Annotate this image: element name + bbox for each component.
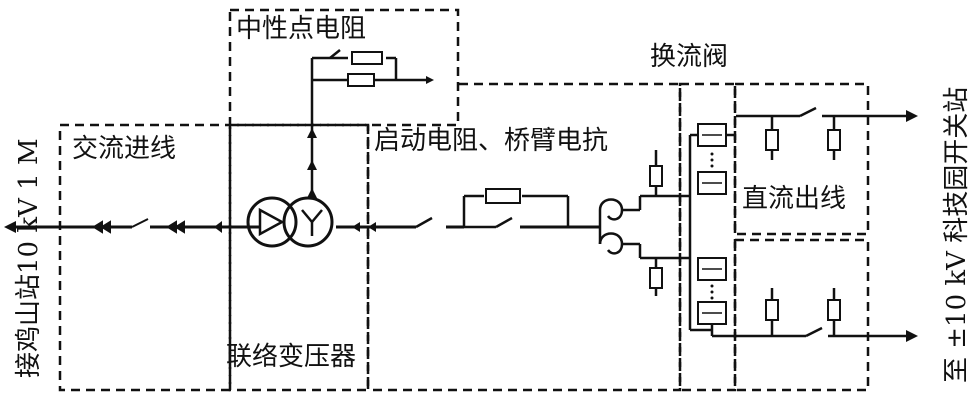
dc-upper-arrow-icon bbox=[906, 110, 918, 122]
transformer-input-node bbox=[214, 221, 222, 233]
ground-resistor-symbols bbox=[649, 165, 663, 289]
label-tie-transformer: 联络变压器 bbox=[226, 342, 357, 372]
label-startup-resistor-reactor: 启动电阻、桥臂电抗 bbox=[374, 126, 609, 156]
dc-output-arrows bbox=[906, 110, 918, 342]
neutral-resistor-lower bbox=[347, 73, 375, 87]
valve-dots bbox=[710, 152, 714, 300]
dc-outgoing-upper-box bbox=[733, 82, 870, 236]
label-left-vertical: 接鸡山站10 kV 1 M bbox=[14, 138, 44, 378]
incoming-arrow-icon bbox=[4, 221, 16, 233]
bridge-arm-reactors bbox=[598, 194, 690, 260]
neutral-resistor-upper bbox=[351, 51, 383, 65]
valve-connections bbox=[688, 133, 806, 338]
startup-resistor-assembly bbox=[415, 194, 600, 229]
dashed-enclosures bbox=[58, 8, 870, 392]
label-ac-incoming: 交流进线 bbox=[72, 134, 177, 164]
startup-resistor-box bbox=[366, 82, 682, 392]
dc-outgoing-lines bbox=[736, 106, 910, 338]
label-dc-outgoing: 直流出线 bbox=[742, 184, 847, 214]
dc-line-resistors bbox=[765, 129, 841, 321]
label-neutral-resistor: 中性点电阻 bbox=[236, 14, 367, 44]
tie-transformer-symbol bbox=[246, 196, 334, 248]
neutral-resistor-symbols bbox=[347, 51, 383, 87]
startup-resistor bbox=[485, 188, 521, 204]
transformer-box bbox=[228, 123, 370, 392]
dc-lower-arrow-icon bbox=[906, 330, 918, 342]
ac-incoming-box bbox=[58, 123, 232, 392]
valve-module-details bbox=[702, 134, 722, 314]
dc-outgoing-lower-box bbox=[733, 238, 870, 392]
ground-arrow-icon bbox=[426, 76, 434, 84]
neutral-branch-nodes bbox=[307, 128, 317, 198]
transformer-output-node bbox=[352, 222, 376, 232]
ac-incoming-breaker bbox=[92, 218, 185, 234]
label-right-vertical: 至 ±10 kV 科技园开关站 bbox=[942, 86, 971, 383]
label-converter-valve: 换流阀 bbox=[650, 42, 729, 72]
